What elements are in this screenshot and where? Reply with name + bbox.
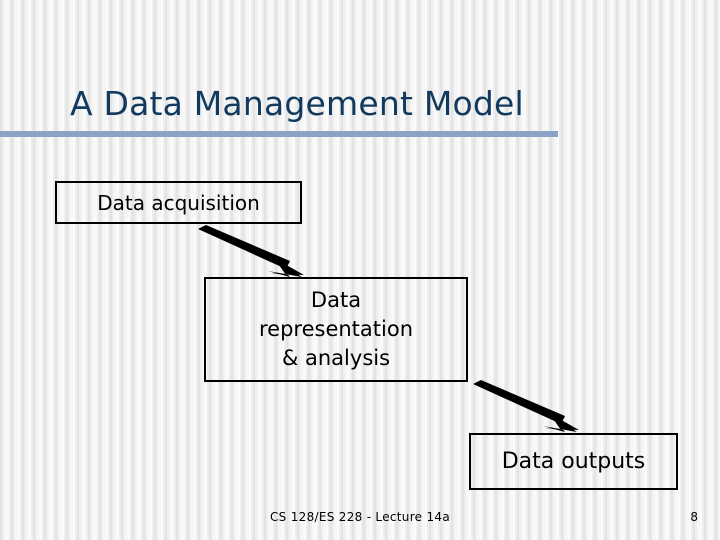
- flow-box-data-outputs: Data outputs: [469, 433, 678, 490]
- footer-course-label: CS 128/ES 228 - Lecture 14a: [270, 510, 450, 524]
- page-title: A Data Management Model: [70, 84, 524, 123]
- flow-box-data-representation-analysis: Data representation & analysis: [204, 277, 468, 382]
- title-underline-rule: [0, 131, 558, 137]
- flow-box-label-line-3: & analysis: [281, 346, 391, 370]
- page-number: 8: [690, 510, 698, 524]
- arrow-down-right-icon: [473, 380, 579, 432]
- flow-box-label: Data acquisition: [97, 190, 260, 215]
- flow-box-data-acquisition: Data acquisition: [55, 181, 302, 224]
- flow-box-label: Data outputs: [501, 448, 646, 474]
- flow-box-label-line-2: representation: [258, 317, 413, 341]
- flow-box-label-line-1: Data: [310, 288, 362, 312]
- arrow-down-right-icon: [198, 225, 304, 277]
